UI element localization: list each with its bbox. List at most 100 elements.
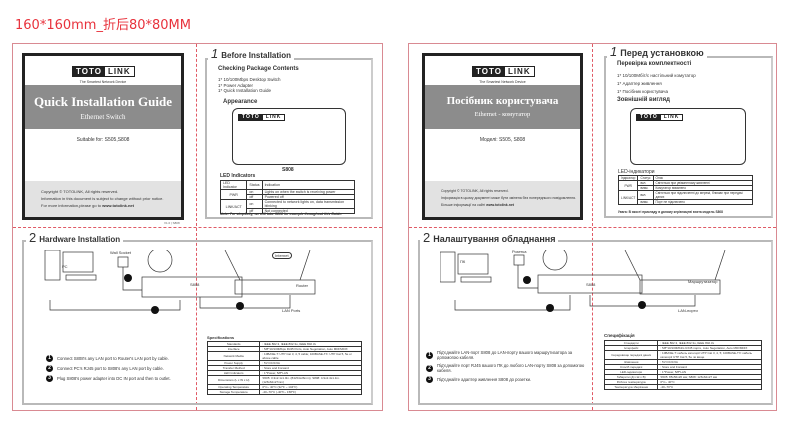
step-3-marker [523,276,531,284]
note: Увага: В якості прикладу в даному керівн… [618,210,723,214]
spec-value: : 10BASE-T: UTP Cat 3, 4, 5 cable; 100BA… [259,351,362,361]
switch-device [537,274,643,294]
hardware-diagram [440,250,726,312]
step-1-marker [236,302,244,310]
suitable-models: Моделі: S505, S808 [479,137,526,143]
copyright: Copyright © TOTOLINK, All rights reserve… [41,189,119,194]
led-heading: LED-індикатори [618,169,655,175]
wall-socket [117,256,129,268]
website-link[interactable]: www.totolink.net [486,203,514,207]
pc-tower [440,251,456,283]
spec-label: Dimensions (L x W x H) [206,375,261,385]
spec-value: -40~70°C [657,384,762,390]
wall-socket [513,254,525,266]
spec-value: : 5/8*10/100Mbps RJ45 Ports, Auto Negoti… [259,346,362,352]
lan-ports-label: LAN-порти [678,308,698,313]
cover-title: Посібник користувача [446,95,559,107]
model-label: S808 [282,167,294,173]
spec-row: Інтерфейс: 5/8*10/100Mbit/s RJ45 порти, … [603,345,762,351]
lan-ports-label: LAN Ports [282,308,301,313]
router-label: Router [296,283,309,288]
step-1-marker [638,301,646,309]
spec-row: Середовище передачі даних: 10BASE-T: каб… [603,350,762,360]
specs-heading: Специфікація [604,333,635,338]
cable-router [199,295,291,309]
wall-socket-label: Розетка [512,249,527,254]
step-3-marker [124,274,132,282]
pc-label: ПК [460,259,466,264]
keyboard [460,276,492,283]
keyboard [65,274,97,281]
appearance-heading: Зовнішній вигляд [617,97,670,103]
spec-value: -40~70°C (-40°F~ 158°F) [259,389,362,395]
copyright: Copyright © TOTOLINK, All rights reserve… [441,189,509,193]
step-2-marker [546,304,554,312]
print-size-label: 160*160mm_折后80*80MM [15,18,191,33]
package-heading: Перевірка комплектності [617,61,692,67]
pc-tower [44,250,61,281]
spec-row: Storage Temperature-40~70°C (-40°F~ 158°… [206,389,362,395]
internet-cloud: Internet [272,252,292,259]
spec-row: Температура зберігання-40~70°C [603,384,762,390]
fold-line [409,227,776,228]
specs-table: Standards: IEEE 802.3, IEEE 802.3u, IEEE… [206,341,362,395]
cable-power [517,265,538,289]
package-heading: Checking Package Contents [218,66,299,72]
power-adapter [147,250,173,273]
specs-heading: Specifications [207,335,235,340]
suitable-models: Suitable for: S505,S808 [76,137,130,143]
wall-socket-label: Wall Socket [110,250,131,255]
sheet-ua-border [408,43,777,411]
cover-title: Quick Installation Guide [34,94,172,109]
step-2-marker [151,306,159,314]
router-device [639,279,721,295]
tagline: The Smartest Network Device [479,80,526,84]
spec-value: : 10BASE-T: кабель категорії UTP Cat 3, … [657,350,762,360]
tagline: The Smartest Network Device [79,80,127,84]
spec-value: S505: 3.3x2.1x1.0in. (84x54x26mm); S808:… [259,375,362,385]
cover-subtitle: Ethernet - комутатор [474,111,531,118]
spec-row: Network Media: 10BASE-T: UTP Cat 3, 4, 5… [206,351,362,361]
led-heading: LED Indicators [220,173,256,179]
spec-label: Storage Temperature [206,389,261,395]
more-info: Більше інформації на сайті [441,203,487,207]
spec-row: Dimensions (L x W x H)S505: 3.3x2.1x1.0i… [206,375,362,385]
sheet-en-border [12,43,383,411]
hardware-diagram [44,250,316,314]
spec-value: : 5/8*10/100Mbit/s RJ45 порти, Auto Nego… [657,345,762,351]
switch-device [141,276,243,298]
website-link[interactable]: www.totolink.net [102,203,134,208]
specs-table: Стандарти: IEEE 802.3, IEEE 802.3u, IEEE… [603,340,762,390]
cable-pc [49,300,181,311]
version: V1.0 | S808 [164,221,180,225]
notice: Information in this document is subject … [41,196,164,201]
spec-label: Середовище передачі даних [603,350,659,360]
appearance-heading: Appearance [223,99,258,105]
pc-monitor [62,251,94,273]
cable-power [122,267,142,291]
cover-subtitle: Ethernet Switch [80,113,126,121]
cover-band: Quick Installation Guide Ethernet Switch [25,85,181,129]
note: Note: For simplicity, we will take S808 … [220,212,343,216]
router-label: Маршрутизатор [688,279,718,284]
router-device [234,279,316,295]
cover-band: Посібник користувача Ethernet - комутато… [425,85,580,129]
pc-monitor [457,253,489,275]
